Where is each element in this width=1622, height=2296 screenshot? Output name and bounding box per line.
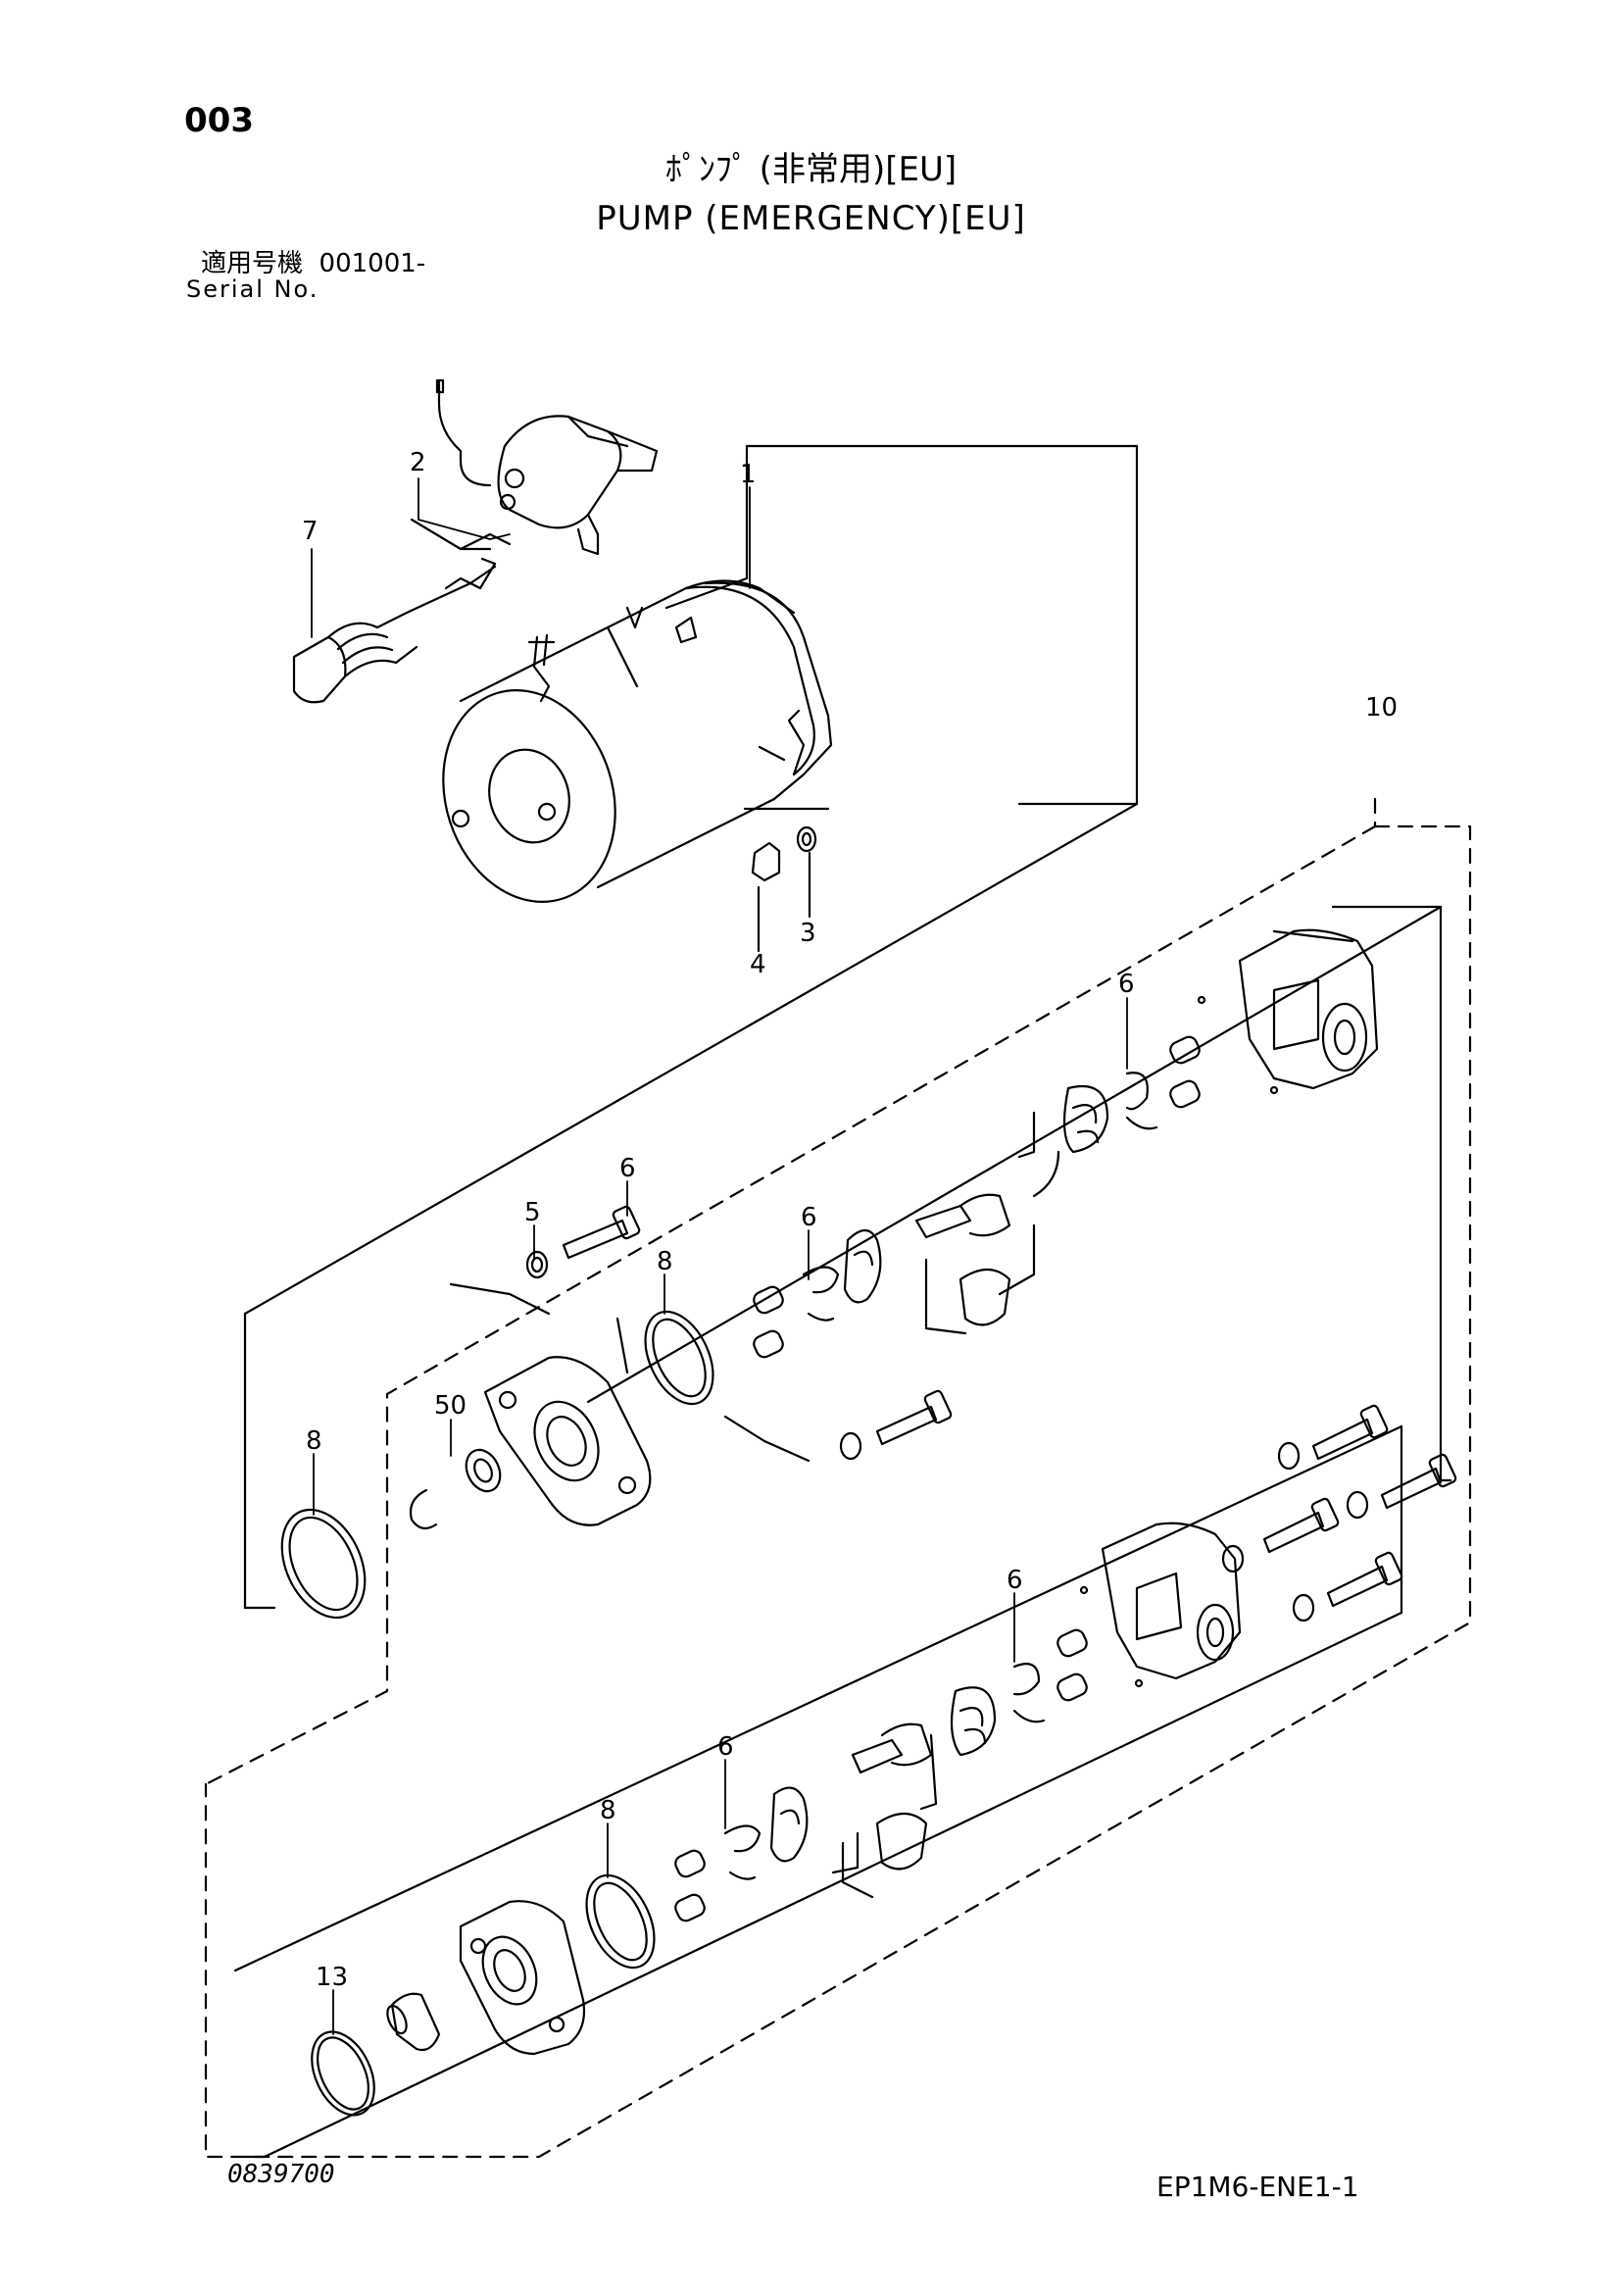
serial-label-jp-text: 適用号機 (201, 249, 304, 278)
motor-body (442, 579, 833, 903)
callout-4: 4 (750, 950, 766, 979)
callout-13: 13 (316, 1963, 348, 1992)
callout-7: 7 (302, 517, 319, 546)
callout-6-upper-right: 6 (1118, 970, 1135, 999)
callout-10: 10 (1365, 693, 1398, 723)
drawing-number: 0839700 (227, 2160, 335, 2189)
callout-numbers: 1 2 3 4 5 6 6 6 6 6 7 8 8 8 10 13 50 (302, 448, 1398, 1992)
pump-assembly-dashed-outline (204, 797, 1472, 2159)
upper-gear-set (914, 1035, 1201, 1326)
lower-pump-cover (1079, 1522, 1242, 1688)
title-japanese: ﾎﾟﾝﾌﾟ (非常用)[EU] (664, 150, 958, 189)
lower-gear-set (585, 1628, 1088, 1970)
motor-bracket-lines (243, 444, 1139, 1610)
callout-6-upper-left: 6 (801, 1203, 817, 1232)
callout-6-lower-left: 6 (717, 1732, 734, 1762)
upper-pump-bracket (586, 905, 1452, 1482)
solenoid-switch (435, 378, 659, 556)
callout-5: 5 (524, 1198, 541, 1227)
upper-pump-cover (1197, 928, 1379, 1095)
callout-6-bolt: 6 (619, 1154, 636, 1183)
callout-8-lower: 8 (600, 1796, 616, 1825)
lower-pump-bracket (233, 1424, 1403, 2159)
callout-2: 2 (410, 448, 426, 477)
upper-middle-plate (644, 1228, 967, 1406)
callout-8-upper: 8 (657, 1247, 673, 1276)
upper-bolts (525, 1205, 953, 1461)
callout-leader-lines (311, 477, 1128, 2035)
callout-50: 50 (434, 1391, 467, 1421)
lower-front-flange (311, 1841, 874, 2117)
lower-bolts (1221, 1404, 1457, 1622)
serial-label-japanese: 適用号機 001001- (201, 251, 425, 276)
serial-value: 001001- (319, 249, 426, 278)
callout-8-left: 8 (306, 1426, 322, 1456)
page-code: EP1M6-ENE1-1 (1156, 2171, 1359, 2203)
rubber-boot (292, 518, 512, 704)
page-number: 003 (184, 101, 254, 140)
callout-1: 1 (740, 460, 757, 489)
title-english: PUMP (EMERGENCY)[EU] (596, 199, 1026, 238)
callout-3: 3 (800, 919, 816, 948)
callout-6-lower-right: 6 (1007, 1566, 1023, 1595)
upper-front-flange (280, 1282, 811, 1620)
serial-label-english: Serial No. (186, 275, 319, 303)
nut-and-washer (743, 807, 830, 953)
